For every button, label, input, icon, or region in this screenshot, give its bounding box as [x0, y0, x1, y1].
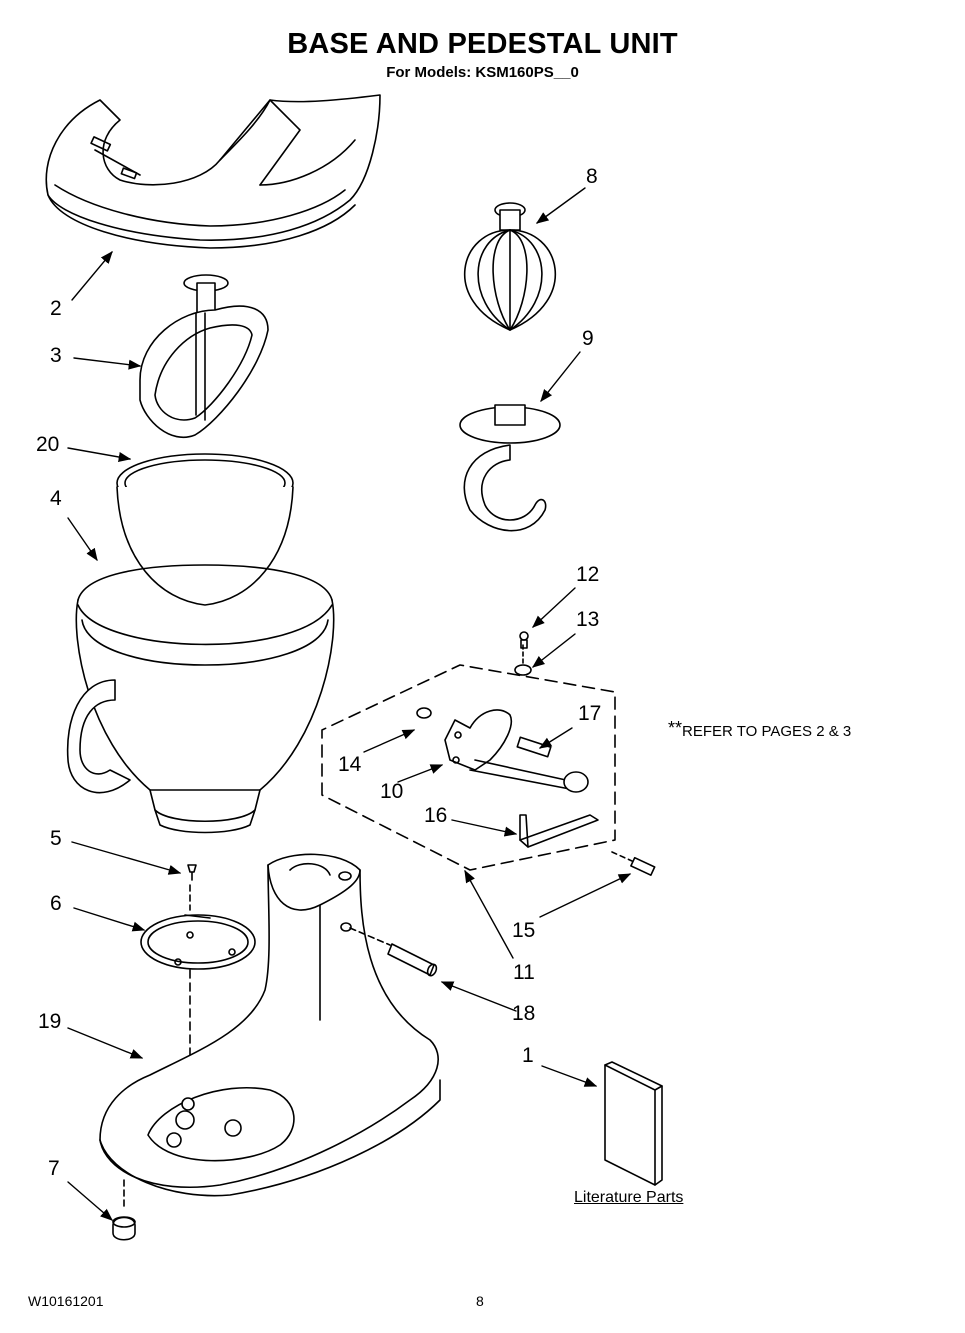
- callout-10: 10: [380, 780, 404, 803]
- callout-15: 15: [512, 919, 536, 942]
- literature-part: [604, 1061, 663, 1186]
- callout-20: 20: [36, 433, 60, 456]
- callout-12: 12: [576, 563, 600, 586]
- callout-13: 13: [576, 608, 600, 631]
- callout-11: 11: [513, 961, 535, 984]
- callout-19: 19: [38, 1010, 62, 1033]
- screw-part: [519, 631, 529, 649]
- page-number: 8: [476, 1293, 484, 1309]
- wire-whip-part: [463, 202, 557, 331]
- washer-part: [514, 644, 532, 676]
- literature-parts-label: Literature Parts: [574, 1189, 684, 1206]
- note-stars: **: [668, 718, 683, 738]
- note-text: REFER TO PAGES 2 & 3: [682, 723, 852, 740]
- callout-17: 17: [578, 702, 602, 725]
- hinge-pin-part: [349, 927, 438, 977]
- flat-beater-part: [139, 274, 269, 438]
- callout-6: 6: [50, 892, 62, 915]
- small-pin-part: [611, 851, 656, 876]
- callout-1: 1: [522, 1044, 534, 1067]
- pouring-shield-part: [45, 94, 381, 249]
- callout-14: 14: [338, 753, 362, 776]
- model-subtitle: For Models: KSM160PS__0: [386, 64, 579, 81]
- base-pedestal-part: [99, 853, 441, 1197]
- callout-16: 16: [424, 804, 448, 827]
- dough-hook-part: [459, 404, 561, 532]
- callout-8: 8: [586, 165, 598, 188]
- large-bowl-part: [66, 564, 335, 834]
- foot-part: [112, 1179, 136, 1241]
- refer-note: **REFER TO PAGES 2 & 3: [668, 718, 851, 740]
- callout-7: 7: [48, 1157, 60, 1180]
- callout-3: 3: [50, 344, 62, 367]
- callout-9: 9: [582, 327, 594, 350]
- callout-5: 5: [50, 827, 62, 850]
- hinge-assembly-part: [416, 707, 599, 848]
- page-title: BASE AND PEDESTAL UNIT: [287, 28, 678, 60]
- callout-2: 2: [50, 297, 62, 320]
- leader-arrows: [67, 187, 632, 1221]
- callout-18: 18: [512, 1002, 536, 1025]
- plate-screw-part: [187, 864, 197, 911]
- small-bowl-part: [116, 453, 294, 606]
- callout-4: 4: [50, 487, 62, 510]
- document-number: W10161201: [28, 1293, 104, 1309]
